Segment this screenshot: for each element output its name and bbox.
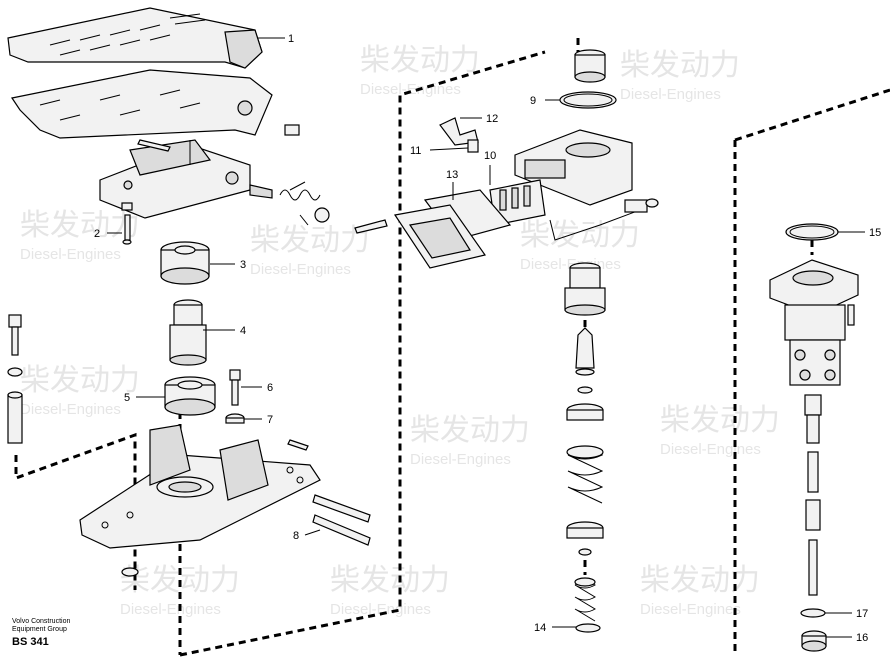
callout-7: 7 (267, 414, 273, 426)
callout-16: 16 (856, 632, 868, 644)
callout-9: 9 (530, 95, 536, 107)
valve-stem (566, 327, 604, 421)
watermark-sub: Diesel-Engines (20, 246, 121, 263)
watermark-brand: 柴发动力 (410, 414, 530, 447)
callout-11: 11 (410, 145, 421, 157)
callout-12: 12 (486, 113, 498, 125)
watermark-brand: 柴发动力 (330, 564, 450, 597)
watermark-sub: Diesel-Engines (620, 86, 721, 103)
bolt-part-2 (121, 202, 133, 245)
watermark-brand: 柴发动力 (250, 224, 370, 257)
o-ring-part-15 (785, 223, 839, 241)
footer-line-2: Equipment Group (12, 626, 67, 633)
washer-part-7 (225, 413, 245, 424)
callout-10: 10 (484, 150, 496, 162)
lower-pedal (11, 69, 273, 139)
cover-plate (393, 204, 486, 269)
callout-1: 1 (288, 33, 294, 45)
watermark-sub: Diesel-Engines (660, 441, 761, 458)
right-valve-body (769, 259, 859, 386)
spring-seat (566, 521, 604, 556)
spring-lower (574, 577, 596, 622)
callout-labels: 1 2 3 4 5 6 7 8 9 10 11 12 13 14 15 16 1… (94, 33, 881, 644)
callout-17: 17 (856, 608, 868, 620)
left-bolt-column (7, 314, 23, 444)
terminal-part-10 (489, 179, 546, 226)
callout-13: 13 (446, 169, 458, 181)
watermark-sub: Diesel-Engines (410, 451, 511, 468)
bolt-part-6 (229, 369, 241, 406)
watermark-brand: 柴发动力 (640, 564, 760, 597)
callout-4: 4 (240, 325, 246, 337)
watermark-sub: Diesel-Engines (330, 601, 431, 618)
pin-and-spring (137, 124, 388, 234)
valve-sleeve (564, 262, 606, 316)
watermark-brand: 柴发动力 (520, 219, 640, 252)
pedal-bracket (99, 139, 251, 219)
bracket-part-12 (439, 117, 479, 146)
washer-part-17 (800, 608, 826, 618)
bushing-part-3 (160, 241, 210, 285)
o-ring-part-9 (559, 91, 617, 109)
pins-part-8 (287, 439, 371, 546)
footer-company: Volvo Construction Equipment Group (12, 618, 70, 634)
spring-upper (566, 445, 604, 504)
valve-cap (574, 49, 606, 83)
watermark-brand: 柴发动力 (20, 209, 140, 242)
callout-6: 6 (267, 382, 273, 394)
sensor-cable (549, 198, 659, 241)
seal-part-5 (164, 376, 216, 416)
watermark-brand: 柴发动力 (620, 49, 740, 82)
nut-part-16 (801, 630, 827, 652)
callout-14: 14 (534, 622, 546, 634)
callout-3: 3 (240, 259, 246, 271)
valve-housing (514, 129, 633, 206)
diagram-code: BS 341 (12, 636, 49, 648)
watermark-sub: Diesel-Engines (250, 261, 351, 278)
plate-part-11 (467, 139, 479, 153)
watermark-sub: Diesel-Engines (120, 601, 221, 618)
watermark-sub: Diesel-Engines (20, 401, 121, 418)
callout-8: 8 (293, 530, 299, 542)
base-plate (79, 424, 321, 577)
callout-15: 15 (869, 227, 881, 239)
watermark-brand: 柴发动力 (360, 44, 480, 77)
right-valve-stem (804, 394, 822, 596)
footer-line-1: Volvo Construction (12, 618, 71, 625)
watermark-brand: 柴发动力 (20, 364, 140, 397)
washer-part-14 (575, 623, 601, 633)
plunger-part-4 (169, 299, 207, 366)
watermark-sub: Diesel-Engines (640, 601, 741, 618)
leader-lines (107, 37, 865, 638)
upper-pedal (7, 7, 263, 69)
watermark-brand: 柴发动力 (660, 404, 780, 437)
watermark-sub: Diesel-Engines (360, 81, 461, 98)
callout-2: 2 (94, 228, 100, 240)
callout-5: 5 (124, 392, 130, 404)
